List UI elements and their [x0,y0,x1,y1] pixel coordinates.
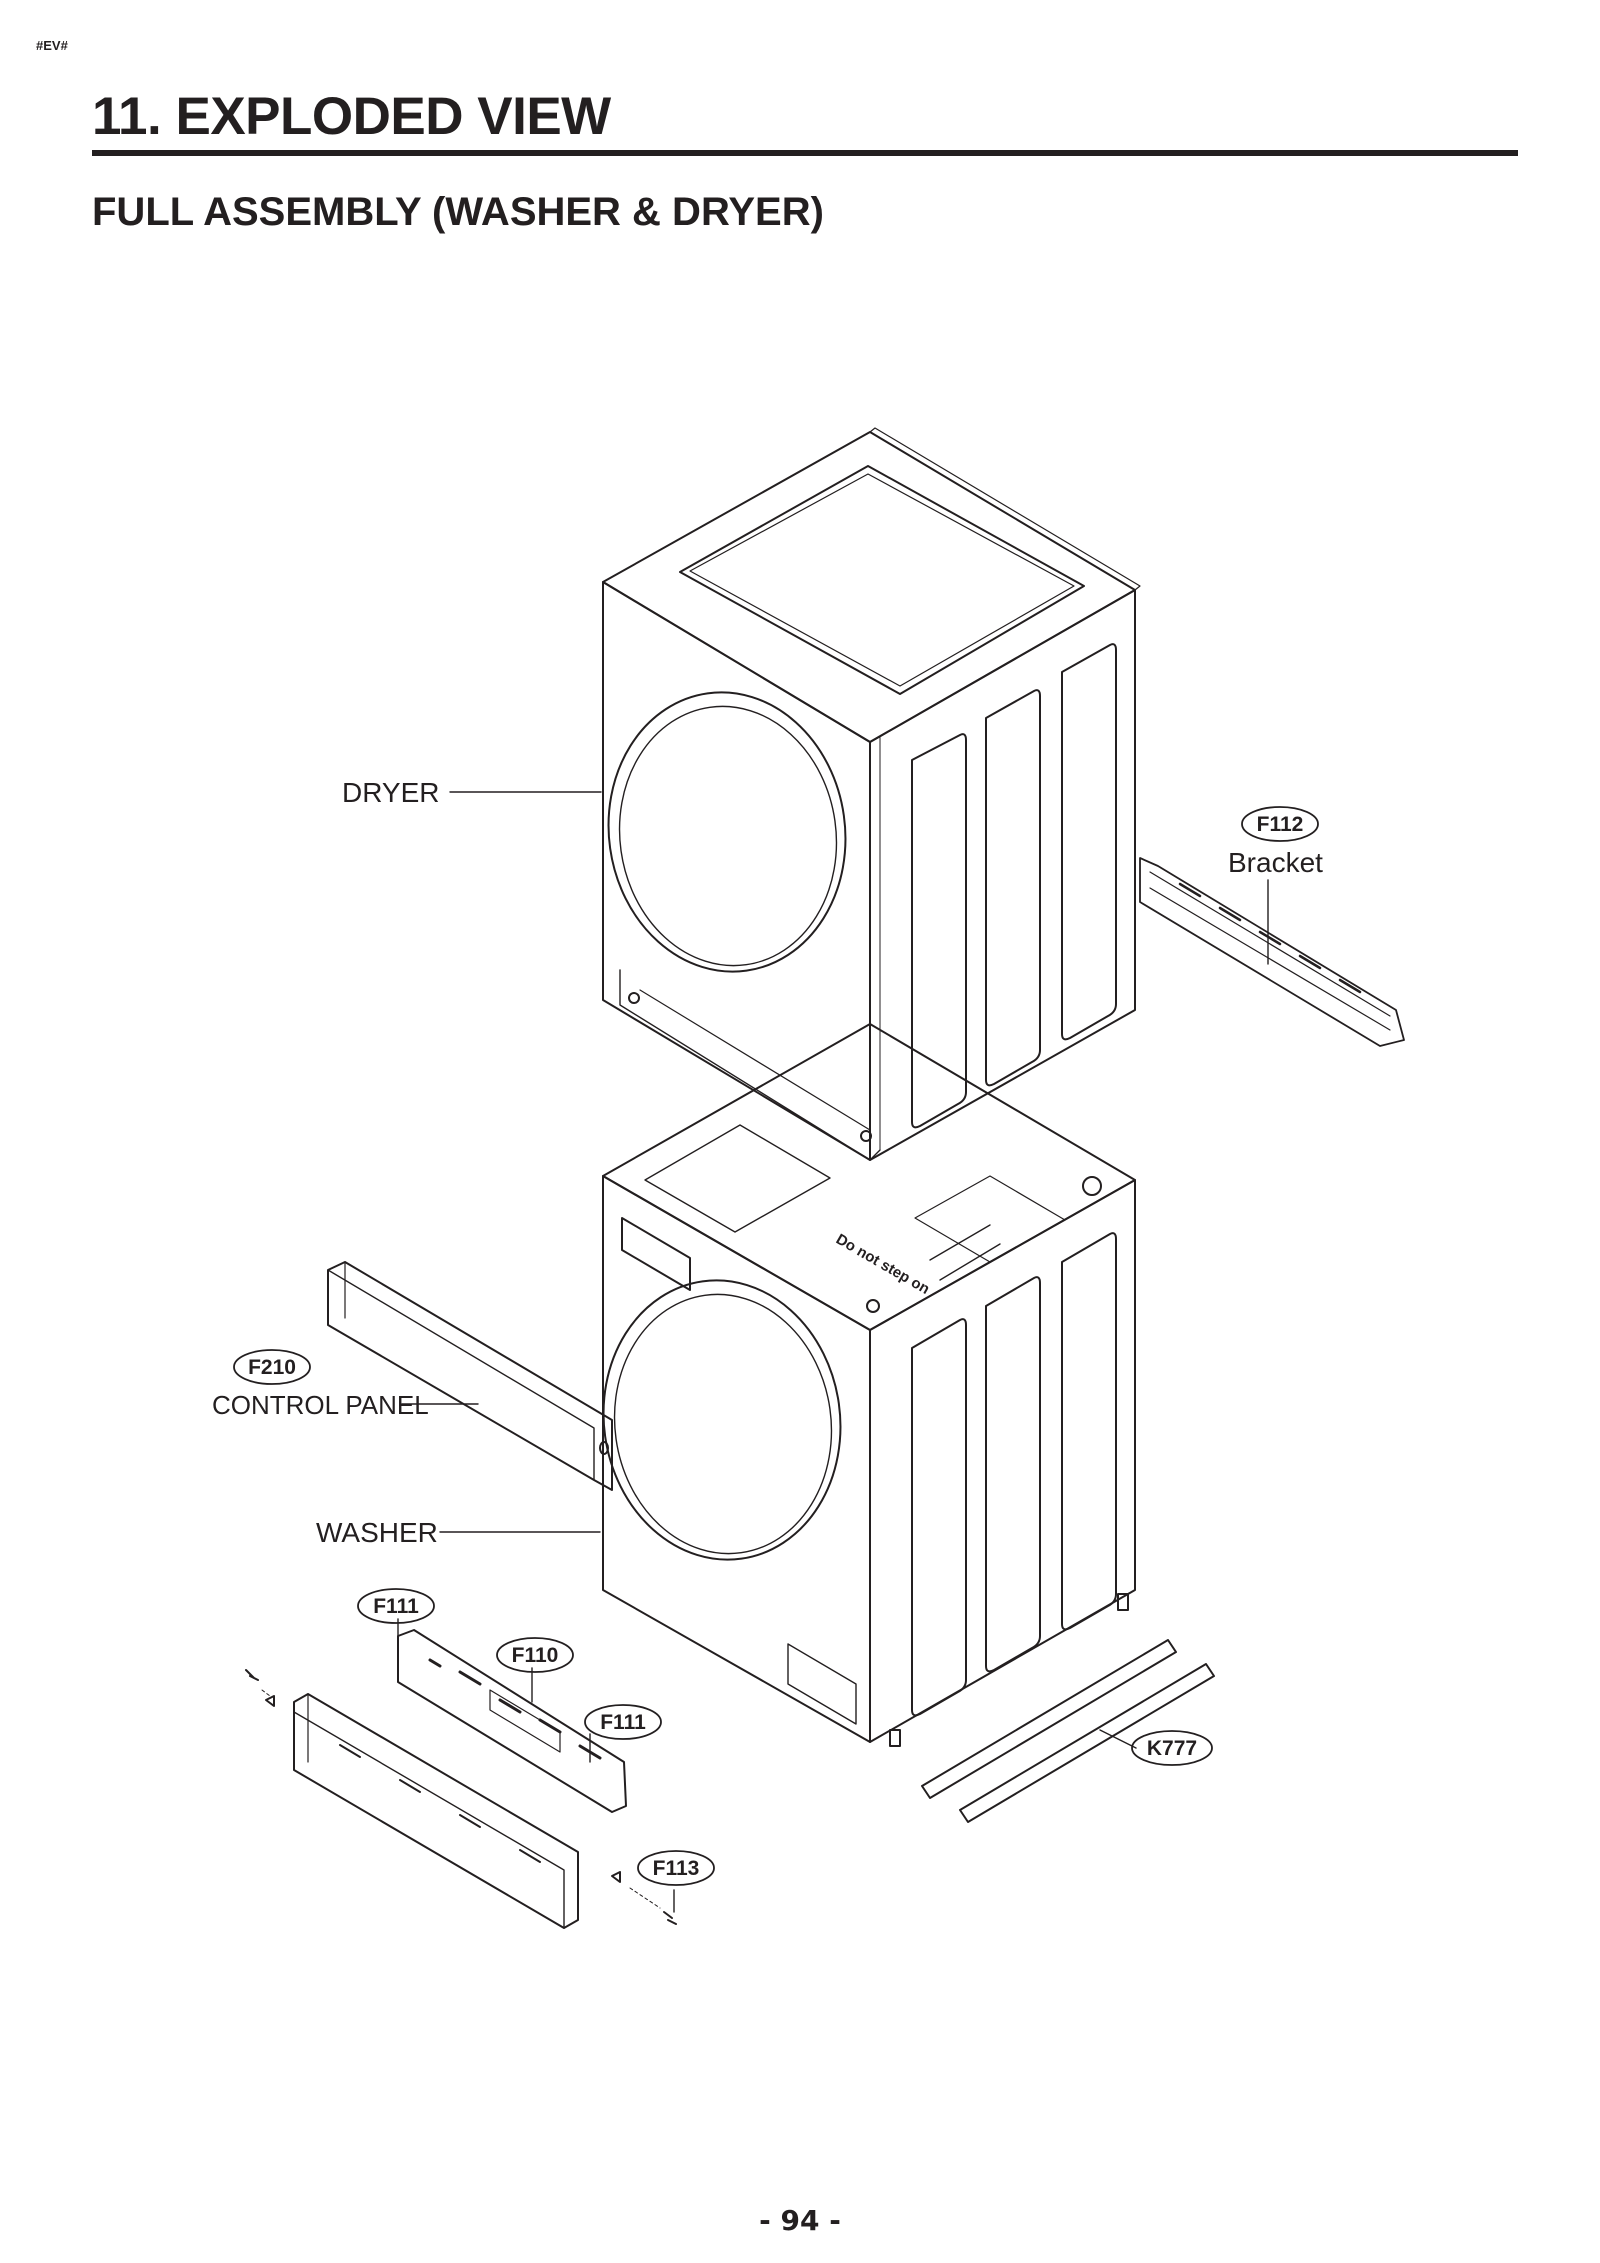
callout-f112-code: F112 [1257,813,1304,836]
callout-f113-code: F113 [653,1857,700,1880]
section-title: 11. EXPLODED VIEW [92,87,611,146]
callout-k777: K777 [1131,1730,1213,1766]
lower-front-panel-part [245,1669,677,1929]
callout-f111-upper: F111 [357,1588,435,1624]
title-rule [92,150,1518,156]
page-number: - 94 - [759,2204,841,2237]
rail-strips-part [921,1639,1215,1823]
callout-f110: F110 [496,1637,574,1673]
control-panel-label: CONTROL PANEL [212,1390,429,1420]
callout-f113: F113 [637,1850,715,1886]
callout-f111-lower: F111 [584,1704,662,1740]
diagram-subtitle: FULL ASSEMBLY (WASHER & DRYER) [92,190,824,234]
dryer-label: DRYER [342,777,440,808]
bracket-part [1139,857,1405,1047]
washer-unit: Do not step on [602,1023,1136,1747]
pcb-assembly-part [397,1629,627,1813]
control-panel-part [327,1261,613,1491]
callout-f111-upper-code: F111 [373,1595,419,1618]
document-tag: #EV# [36,38,68,53]
callout-f111-lower-code: F111 [600,1711,646,1734]
bracket-label: Bracket [1228,847,1323,878]
callout-f210-code: F210 [248,1356,296,1379]
washer-top-warning-text: Do not step on [833,1231,932,1298]
callout-k777-code: K777 [1147,1737,1197,1760]
callout-f110-code: F110 [512,1644,559,1667]
leader-lines [397,791,1269,1913]
washer-label: WASHER [316,1517,438,1548]
callout-f210: F210 [233,1349,311,1385]
callout-f112: F112 [1241,806,1319,842]
dryer-unit [602,427,1141,1161]
